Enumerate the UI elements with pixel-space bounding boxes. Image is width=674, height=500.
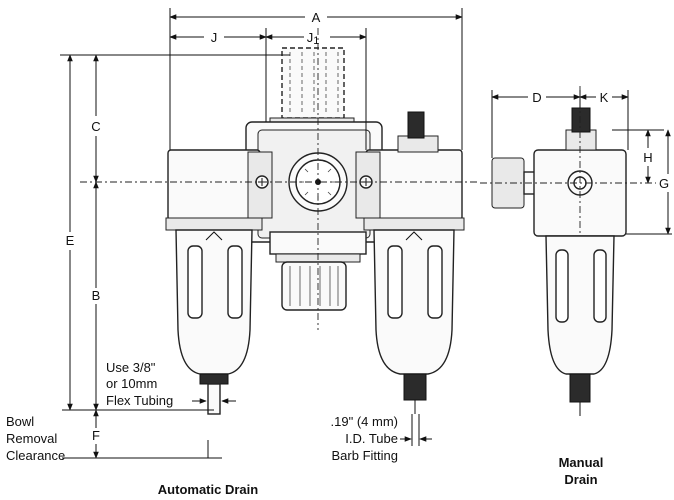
dim-label-C: C	[91, 119, 100, 134]
dim-label-J: J	[211, 30, 218, 45]
frl-side-view	[480, 86, 656, 416]
dim-J1: J1	[265, 28, 367, 150]
regulator-knob	[269, 47, 355, 133]
dim-G: G	[626, 129, 672, 235]
filter-bowl	[175, 229, 253, 415]
lubricator-bowl	[373, 229, 455, 414]
dim-label-E: E	[66, 233, 75, 248]
dim-label-A: A	[312, 10, 321, 25]
dim-label-F: F	[92, 428, 100, 443]
caption-manual-drain-line-2: Drain	[564, 472, 597, 487]
note-bowl-removal: Bowl Removal Clearance	[6, 414, 65, 463]
note-bowl-line-2: Removal	[6, 431, 57, 446]
note-bowl-line-3: Clearance	[6, 448, 65, 463]
regulator-body	[245, 121, 383, 263]
caption-manual-drain-line-1: Manual	[559, 455, 604, 470]
note-barb-line-2: I.D. Tube	[345, 431, 398, 446]
note-barb-line-1: .19" (4 mm)	[331, 414, 398, 429]
note-barb-fitting: .19" (4 mm) I.D. Tube Barb Fitting	[331, 414, 432, 463]
regulator-lower-knob	[281, 261, 347, 311]
dim-label-D: D	[532, 90, 541, 105]
dim-label-J1: J1	[307, 30, 320, 47]
note-flex-line-2: or 10mm	[106, 376, 157, 391]
note-flex-tubing: Use 3/8" or 10mm Flex Tubing	[106, 360, 236, 408]
dim-label-G: G	[659, 176, 669, 191]
note-bowl-line-1: Bowl	[6, 414, 34, 429]
caption-automatic-drain: Automatic Drain	[158, 482, 258, 497]
dim-C: C	[60, 54, 290, 183]
dim-label-H: H	[643, 150, 652, 165]
dim-J: J	[169, 28, 267, 122]
note-barb-line-3: Barb Fitting	[332, 448, 398, 463]
note-flex-line-1: Use 3/8"	[106, 360, 156, 375]
dim-H: H	[612, 129, 664, 184]
filter-head	[165, 149, 273, 231]
dim-A: A	[169, 8, 463, 150]
dim-E: E	[66, 54, 75, 411]
dim-B: B	[62, 181, 214, 411]
note-flex-line-3: Flex Tubing	[106, 393, 173, 408]
dim-label-B: B	[92, 288, 101, 303]
frl-front-view	[80, 28, 478, 415]
dim-label-K: K	[600, 90, 609, 105]
dim-F: F	[62, 409, 222, 459]
dim-K: K	[579, 90, 629, 150]
